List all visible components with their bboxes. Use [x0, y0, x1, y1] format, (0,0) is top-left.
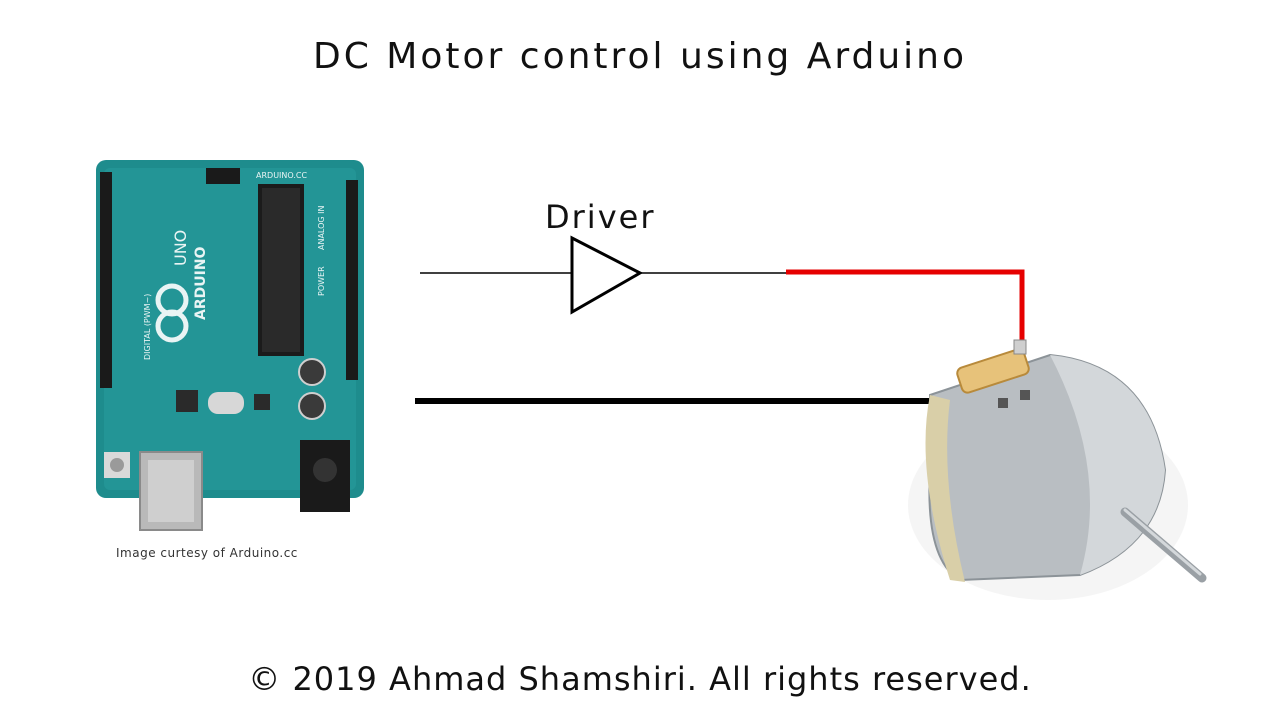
power-section-label: POWER: [317, 266, 326, 296]
copyright-footer: © 2019 Ahmad Shamshiri. All rights reser…: [248, 660, 1032, 698]
driver-label: Driver: [545, 198, 656, 236]
digital-section-label: DIGITAL (PWM~): [143, 294, 152, 360]
page-title: DC Motor control using Arduino: [313, 36, 967, 77]
board-model-label: UNO: [171, 230, 190, 266]
dc-motor-image: [908, 339, 1207, 600]
arduino-board-image: ARDUINO UNO ARDUINO.CC ANALOG IN POWER D…: [96, 160, 364, 531]
board-site-label: ARDUINO.CC: [256, 171, 307, 180]
driver-buffer-icon: [570, 235, 644, 315]
board-brand-label: ARDUINO: [193, 246, 209, 320]
image-credit: Image curtesy of Arduino.cc: [116, 546, 298, 560]
positive-wire: [786, 269, 1025, 348]
analog-section-label: ANALOG IN: [317, 206, 326, 251]
